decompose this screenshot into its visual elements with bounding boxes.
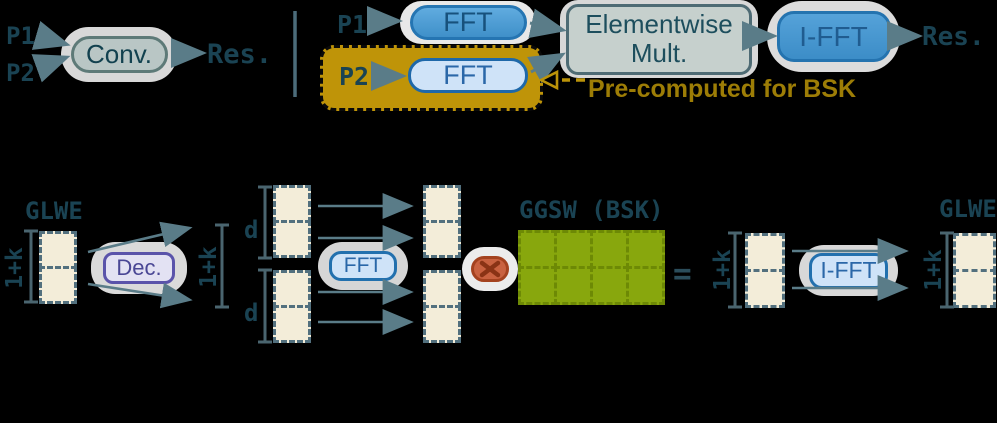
- bracket-d1: [258, 185, 272, 260]
- ggsw-cell: [554, 230, 593, 269]
- cell: [745, 233, 785, 272]
- result-label-left: Res.: [207, 39, 273, 70]
- conv-node: Conv.: [70, 36, 168, 73]
- ggsw-cell: [518, 266, 557, 305]
- ggsw-cell: [590, 230, 629, 269]
- cell: [423, 220, 461, 258]
- p2-label-left: P2: [6, 59, 35, 87]
- cell: [273, 270, 311, 308]
- ggsw-cell: [626, 230, 665, 269]
- glwe-label-right: GLWE: [939, 195, 997, 223]
- glwe-input-stack: [39, 231, 77, 304]
- product-stack: [745, 233, 785, 308]
- ggsw-cell: [590, 266, 629, 305]
- elementwise-node: Elementwise Mult.: [566, 3, 752, 75]
- d-label-1: d: [244, 216, 259, 244]
- elementwise-line1: Elementwise: [585, 8, 733, 39]
- cell: [953, 269, 996, 308]
- bracket-d2: [258, 268, 272, 344]
- fft-p2-node: FFT: [408, 58, 528, 93]
- fft-domain-stack-group1: [423, 185, 461, 258]
- decomposed-stack-group1: [273, 185, 311, 258]
- d-label-2: d: [244, 299, 259, 327]
- ggsw-cell: [626, 266, 665, 305]
- result-label-right: Res.: [922, 22, 985, 52]
- fft-p1-node: FFT: [409, 5, 527, 40]
- cell: [273, 220, 311, 258]
- ifft-top-node: I-FFT: [776, 11, 891, 62]
- decompose-node: Dec.: [103, 252, 175, 284]
- cell: [953, 233, 996, 272]
- ifft-top-node-glow: I-FFT: [767, 1, 900, 72]
- p1-label-right: P1: [337, 10, 368, 39]
- glwe-label-left: GLWE: [25, 197, 83, 225]
- cell: [39, 231, 77, 269]
- open-arrowhead-icon: [538, 69, 559, 91]
- ifft-bottom-node-glow: I-FFT: [799, 245, 898, 296]
- one-plus-k-label-4: 1+k: [921, 249, 947, 291]
- equals-sign: =: [673, 256, 692, 292]
- ifft-bottom-node: I-FFT: [809, 252, 888, 289]
- p1-label-left: P1: [6, 22, 35, 50]
- ggsw-matrix: [518, 230, 666, 305]
- multiply-icon: [471, 256, 509, 282]
- ggsw-bsk-label: GGSW (BSK): [519, 196, 664, 224]
- cell: [745, 269, 785, 308]
- elementwise-node-glow: Elementwise Mult.: [560, 0, 758, 78]
- fft-domain-stack-group2: [423, 270, 461, 343]
- elementwise-line2: Mult.: [630, 38, 688, 68]
- multiply-node-glow: [462, 247, 518, 291]
- decomposed-stack-group2: [273, 270, 311, 343]
- one-plus-k-label-3: 1+k: [710, 249, 736, 291]
- ggsw-cell: [554, 266, 593, 305]
- arrow-p2-conv: [31, 54, 71, 83]
- fft-bottom-node: FFT: [329, 251, 397, 281]
- precomputed-note: Pre-computed for BSK: [588, 75, 857, 103]
- cell: [423, 305, 461, 343]
- arrow-p1-conv: [31, 21, 71, 50]
- p2-label-right: P2: [339, 62, 370, 91]
- cell: [39, 266, 77, 304]
- fft-bottom-node-glow: FFT: [318, 242, 408, 290]
- one-plus-k-label-1: 1+k: [2, 247, 28, 289]
- cell: [273, 185, 311, 223]
- one-plus-k-label-2: 1+k: [196, 246, 222, 288]
- conv-node-glow: Conv.: [61, 27, 177, 82]
- cell: [423, 270, 461, 308]
- cell: [423, 185, 461, 223]
- ggsw-cell: [518, 230, 557, 269]
- fft-p1-node-glow: FFT: [400, 1, 536, 44]
- decompose-node-glow: Dec.: [91, 242, 187, 294]
- glwe-output-stack: [953, 233, 996, 308]
- cell: [273, 305, 311, 343]
